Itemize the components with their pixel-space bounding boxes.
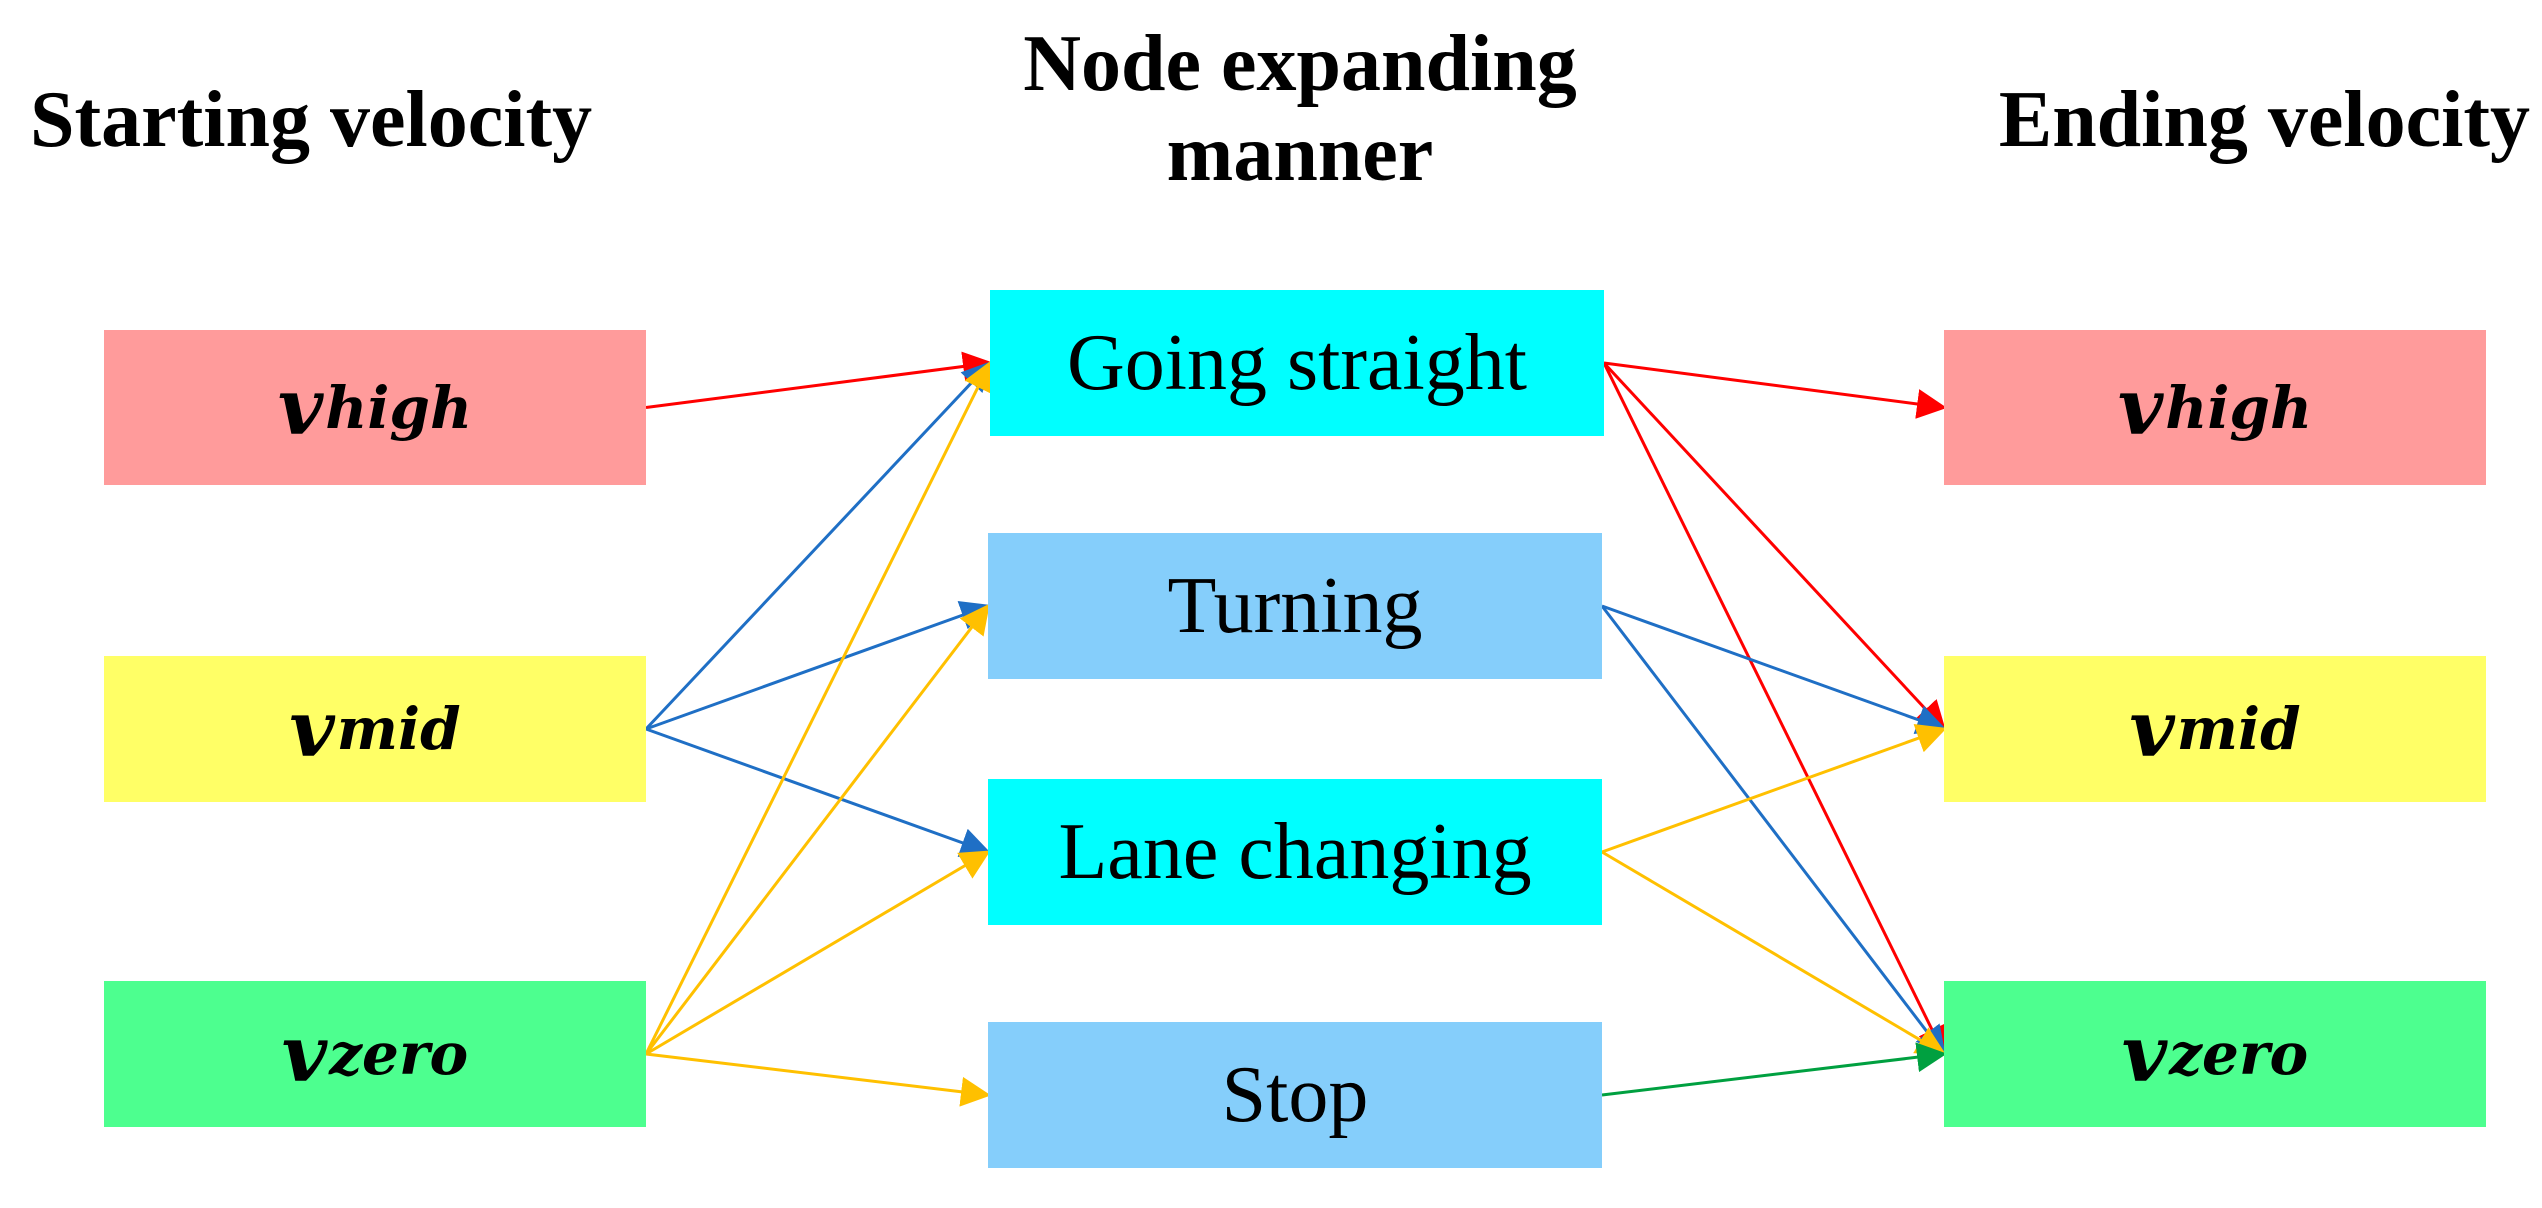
velocity-subscript: mid [2176, 695, 2301, 763]
velocity-symbol: v [277, 362, 324, 453]
velocity-subscript: high [325, 373, 473, 442]
edge-start-high-to-going-straight [645, 351, 993, 409]
velocity-symbol: v [2129, 683, 2175, 775]
velocity-symbol: v [2117, 362, 2164, 453]
velocity-symbol: v [281, 1008, 328, 1100]
heading-ending-velocity: Ending velocity [1998, 76, 2530, 164]
velocity-symbol: v [2121, 1008, 2168, 1100]
heading-node-expanding-manner: Node expanding manner [900, 20, 1700, 199]
heading-manner-line2: manner [1166, 109, 1434, 198]
edge-start-zero-to-stop [645, 1052, 991, 1107]
edge-turning-to-end-zero [1600, 605, 1946, 1057]
edge-start-mid-to-going-straight [644, 360, 993, 731]
edge-going-straight-to-end-high [1603, 361, 1947, 419]
edge-start-zero-to-turning [644, 603, 990, 1055]
edge-going-straight-to-end-mid [1602, 361, 1947, 732]
edge-lane-changing-to-end-mid [1601, 724, 1947, 854]
edge-going-straight-to-end-zero [1602, 362, 1946, 1057]
edge-start-mid-to-lane-changing [645, 727, 991, 857]
manner-lane-changing: Lane changing [988, 779, 1602, 925]
manner-turning: Turning [988, 533, 1602, 679]
heading-manner-line1: Node expanding [1023, 20, 1577, 108]
velocity-subscript: zero [2169, 1020, 2309, 1088]
heading-starting-velocity: Starting velocity [30, 76, 593, 164]
edge-turning-to-end-mid [1601, 604, 1947, 734]
edge-start-zero-to-lane-changing [645, 850, 991, 1056]
velocity-symbol: v [289, 683, 335, 775]
edge-start-zero-to-going-straight [644, 360, 992, 1055]
manner-stop: Stop [988, 1022, 1602, 1168]
edge-stop-to-end-zero [1601, 1042, 1947, 1097]
velocity-subscript: zero [329, 1020, 469, 1088]
velocity-subscript: mid [336, 695, 461, 763]
velocity-subscript: high [2165, 373, 2313, 442]
manner-going-straight: Going straight [990, 290, 1604, 436]
edge-start-mid-to-turning [645, 601, 991, 731]
edge-lane-changing-to-end-zero [1601, 850, 1947, 1056]
